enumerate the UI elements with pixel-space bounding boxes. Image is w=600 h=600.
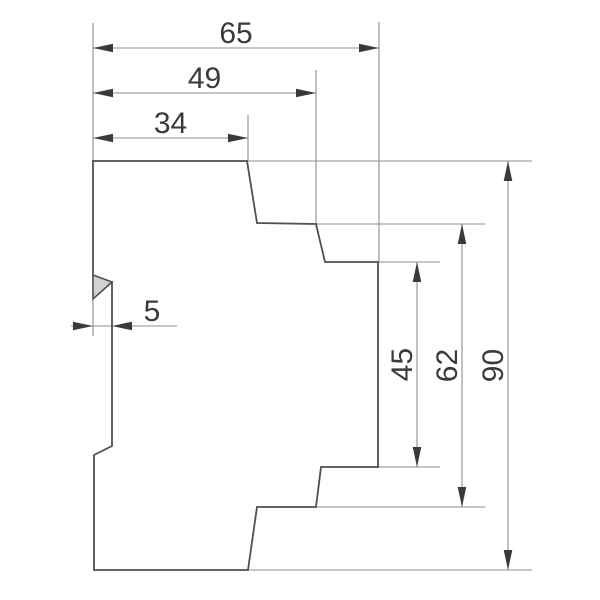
- dim-label-34: 34: [154, 107, 187, 140]
- dim-arrow-top-45: [412, 262, 422, 282]
- dim-label-90: 90: [477, 349, 510, 382]
- clip-wedge: [92, 273, 114, 301]
- dim-label-45: 45: [386, 348, 419, 381]
- dim-label-5: 5: [144, 295, 161, 328]
- dim-arrow-bottom-45: [412, 447, 422, 467]
- dim-label-65: 65: [219, 17, 252, 50]
- dim-arrow-bottom-62: [457, 487, 467, 507]
- dim-arrow-left-5: [73, 321, 93, 331]
- profile-outline: [92, 160, 379, 571]
- dim-arrow-left-34: [93, 133, 113, 143]
- dim-label-49: 49: [188, 62, 221, 95]
- dim-arrow-left-65: [93, 43, 113, 53]
- dim-arrow-bottom-90: [503, 550, 513, 570]
- dim-arrow-right-5: [112, 321, 132, 331]
- dim-label-62: 62: [431, 349, 464, 382]
- dim-arrow-left-49: [93, 88, 113, 98]
- dim-arrow-top-62: [457, 224, 467, 244]
- dim-arrow-top-90: [503, 161, 513, 181]
- dim-arrow-right-49: [296, 88, 316, 98]
- dim-arrow-right-34: [228, 133, 248, 143]
- dim-arrow-right-65: [359, 43, 379, 53]
